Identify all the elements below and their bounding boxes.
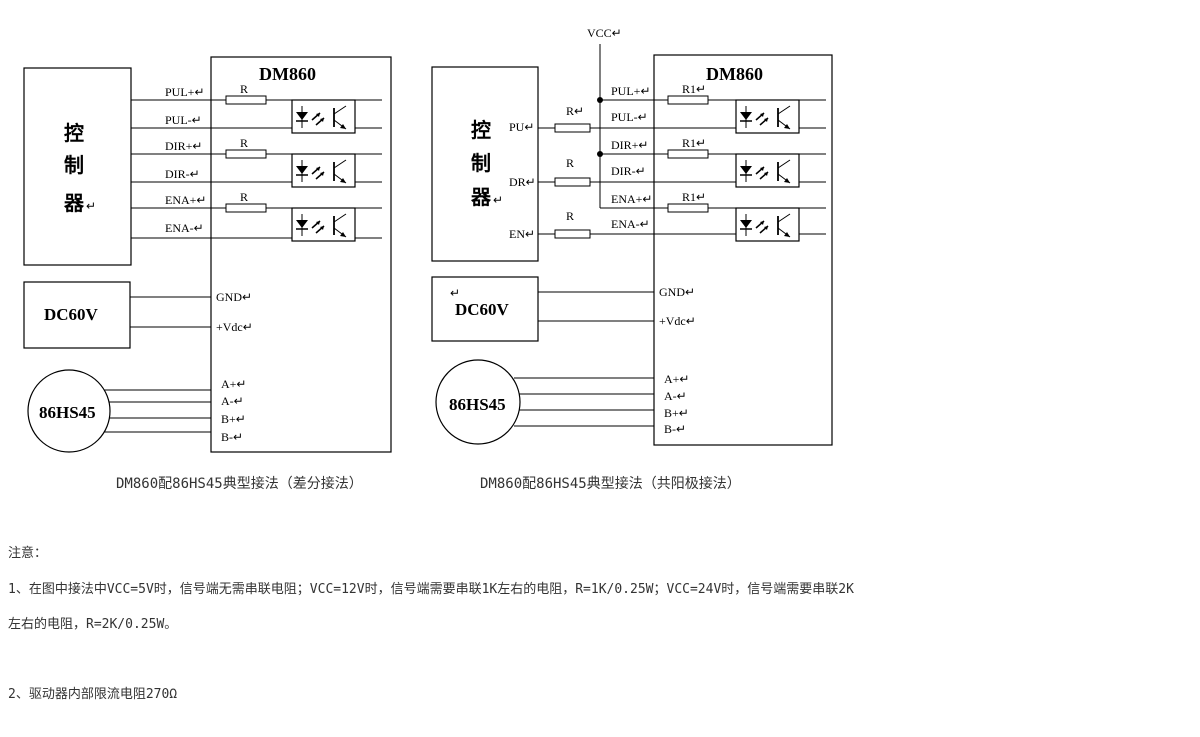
right-pin-label: PUL+↵ [611, 84, 651, 98]
right-power-pin: +Vdc↵ [659, 314, 696, 328]
right-ext-resistor-1 [554, 123, 591, 133]
left-motor-pin: A-↵ [221, 394, 244, 408]
wiring-diagram: 控 制 器 ↵ DM860 R R [23, 26, 833, 453]
right-resistor-label: R1↵ [682, 136, 706, 150]
right-pin-label: PUL-↵ [611, 110, 648, 124]
right-controller-char-3: 器 [470, 186, 492, 209]
right-motor-pin: B-↵ [664, 422, 686, 436]
right-motor-pin: A+↵ [664, 372, 690, 386]
right-controller-mark: ↵ [493, 193, 503, 207]
left-resistor-label-2: R [240, 136, 248, 150]
note-line-1a: 1、在图中接法中VCC=5V时，信号端无需串联电阻；VCC=12V时，信号端需要… [8, 582, 854, 597]
right-pin-label: DIR-↵ [611, 164, 646, 178]
left-controller-char-2: 制 [64, 154, 84, 177]
left-controller-mark: ↵ [86, 199, 96, 213]
right-opto-1 [735, 99, 800, 134]
right-driver-title: DM860 [706, 64, 763, 84]
left-pin-label: DIR-↵ [165, 167, 200, 181]
left-pin-label: PUL+↵ [165, 85, 205, 99]
left-diagram-caption: DM860配86HS45典型接法（差分接法） [116, 476, 363, 492]
left-pin-label: ENA+↵ [165, 193, 206, 207]
right-ext-resistor-label: R [566, 156, 574, 170]
right-pin-label: ENA+↵ [611, 192, 652, 206]
left-motor-pin: B-↵ [221, 430, 243, 444]
left-motor-pin: B+↵ [221, 412, 246, 426]
left-controller-char-3: 器 [63, 192, 85, 215]
left-resistor-2 [225, 149, 267, 159]
left-driver-title: DM860 [259, 64, 316, 84]
left-motor-circle [27, 369, 111, 453]
left-resistor-label-3: R [240, 190, 248, 204]
right-motor-circle [435, 359, 521, 445]
right-resistor-label: R1↵ [682, 190, 706, 204]
left-pin-label: ENA-↵ [165, 221, 204, 235]
right-power-mark: ↵ [450, 286, 460, 300]
right-motor-pin: A-↵ [664, 389, 687, 403]
left-controller-char-1: 控 [64, 121, 84, 145]
right-controller-box [431, 66, 539, 262]
right-controller-pin: EN↵ [509, 227, 535, 241]
right-resistor-2 [667, 149, 709, 159]
right-ext-resistor-2 [554, 177, 591, 187]
right-power-label: DC60V [455, 300, 510, 319]
left-power-box [23, 281, 131, 349]
right-ext-resistor-3 [554, 229, 591, 239]
right-ext-resistor-label: R↵ [566, 104, 584, 118]
notes-heading: 注意： [8, 546, 48, 561]
right-power-box [431, 276, 539, 342]
left-opto-2 [291, 153, 356, 188]
right-controller-char-2: 制 [471, 152, 491, 175]
left-resistor-label-1: R [240, 82, 248, 96]
right-motor-pin: B+↵ [664, 406, 689, 420]
left-power-pin: +Vdc↵ [216, 320, 253, 334]
right-diagram-caption: DM860配86HS45典型接法（共阳极接法） [480, 476, 741, 492]
right-pin-label: ENA-↵ [611, 217, 650, 231]
left-motor-label: 86HS45 [39, 403, 96, 422]
left-opto-1 [291, 99, 356, 134]
left-power-pin: GND↵ [216, 290, 252, 304]
left-controller-box [23, 67, 132, 266]
note-line-1b: 左右的电阻，R=2K/0.25W。 [8, 617, 178, 632]
right-ext-resistor-label: R [566, 209, 574, 223]
right-controller-pin: DR↵ [509, 175, 536, 189]
right-opto-2 [735, 153, 800, 188]
left-motor-pin: A+↵ [221, 377, 247, 391]
left-resistor-1 [225, 95, 267, 105]
right-motor-label: 86HS45 [449, 395, 506, 414]
right-resistor-label: R1↵ [682, 82, 706, 96]
right-controller-char-1: 控 [471, 118, 491, 142]
left-power-label: DC60V [44, 305, 99, 324]
right-diagram: VCC↵ 控 制 器 ↵ PU↵ DR↵ EN↵ DM860 [431, 26, 833, 446]
left-pin-label: PUL-↵ [165, 113, 202, 127]
right-opto-3 [735, 207, 800, 242]
right-resistor-1 [667, 95, 709, 105]
right-controller-pin: PU↵ [509, 120, 534, 134]
left-opto-3 [291, 207, 356, 242]
right-power-pin: GND↵ [659, 285, 695, 299]
right-vcc-label: VCC↵ [587, 26, 622, 40]
left-diagram: 控 制 器 ↵ DM860 R R [23, 56, 392, 453]
right-pin-label: DIR+↵ [611, 138, 649, 152]
left-pin-label: DIR+↵ [165, 139, 203, 153]
left-resistor-3 [225, 203, 267, 213]
note-line-2: 2、驱动器内部限流电阻270Ω [8, 687, 178, 702]
right-resistor-3 [667, 203, 709, 213]
